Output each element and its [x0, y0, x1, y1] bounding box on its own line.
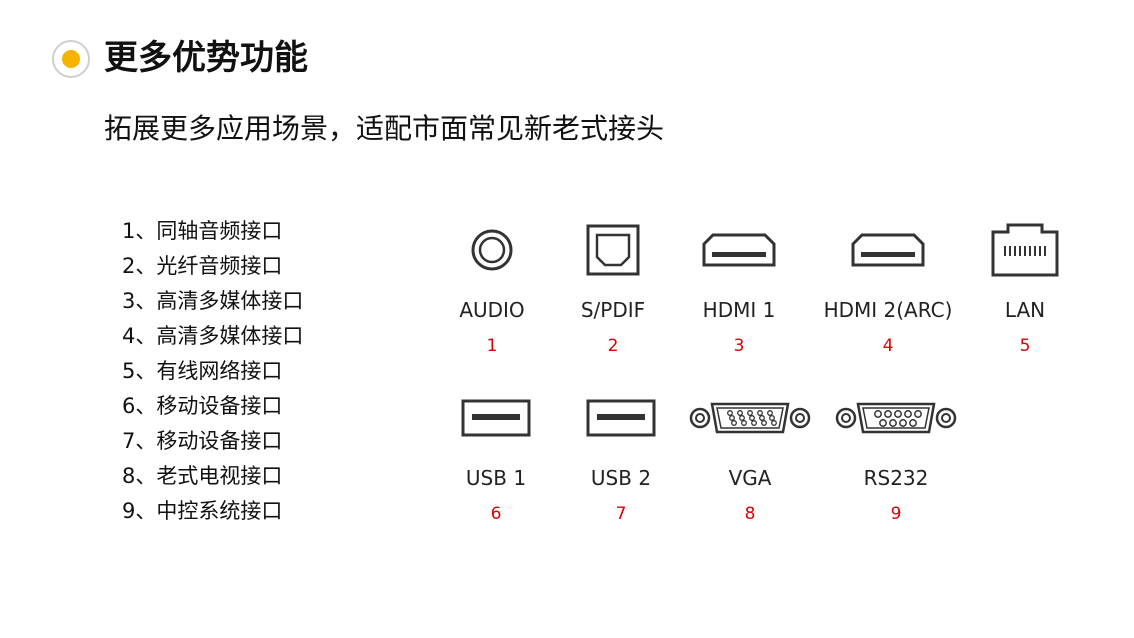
- port-number: 8: [744, 504, 756, 524]
- port-lan: LAN 5: [950, 215, 1100, 358]
- port-label: VGA: [728, 466, 772, 490]
- rs232-port-icon: [821, 383, 971, 453]
- hdmi-port-icon: [813, 215, 963, 285]
- port-usb-2: USB 2 7: [546, 383, 696, 526]
- port-number: 1: [486, 336, 498, 356]
- port-label: S/PDIF: [580, 298, 646, 322]
- list-item: 8、老式电视接口: [122, 464, 283, 488]
- vga-port-icon: [675, 383, 825, 453]
- list-item: 1、同轴音频接口: [122, 219, 283, 243]
- port-vga: VGA 8: [675, 383, 825, 526]
- port-label: USB 1: [465, 466, 527, 490]
- title-bullet-icon: [52, 40, 90, 78]
- port-label: HDMI 1: [702, 298, 776, 322]
- port-audio: AUDIO 1: [417, 215, 567, 358]
- list-item: 6、移动设备接口: [122, 394, 283, 418]
- port-spdif: S/PDIF 2: [538, 215, 688, 358]
- list-item: 3、高清多媒体接口: [122, 289, 304, 313]
- list-item: 4、高清多媒体接口: [122, 324, 304, 348]
- port-number: 2: [607, 336, 619, 356]
- port-label: AUDIO: [459, 298, 525, 322]
- lan-port-icon: [950, 215, 1100, 285]
- list-item: 2、光纤音频接口: [122, 254, 283, 278]
- usb-port-icon: [546, 383, 696, 453]
- port-hdmi-2: HDMI 2(ARC) 4: [813, 215, 963, 358]
- page-subtitle: 拓展更多应用场景，适配市面常见新老式接头: [104, 112, 665, 145]
- audio-jack-icon: [417, 215, 567, 285]
- spdif-optical-icon: [538, 215, 688, 285]
- page-title: 更多优势功能: [104, 38, 308, 78]
- port-number: 9: [890, 504, 902, 524]
- hdmi-port-icon: [664, 215, 814, 285]
- list-item: 7、移动设备接口: [122, 429, 283, 453]
- list-item: 9、中控系统接口: [122, 499, 283, 523]
- port-usb-1: USB 1 6: [421, 383, 571, 526]
- port-hdmi-1: HDMI 1 3: [664, 215, 814, 358]
- port-label: USB 2: [590, 466, 652, 490]
- list-item: 5、有线网络接口: [122, 359, 283, 383]
- port-number: 7: [615, 504, 627, 524]
- port-label: HDMI 2(ARC): [823, 298, 953, 322]
- port-number: 5: [1019, 336, 1031, 356]
- port-number: 4: [882, 336, 894, 356]
- port-number: 3: [733, 336, 745, 356]
- port-label: LAN: [1004, 298, 1046, 322]
- port-number: 6: [490, 504, 502, 524]
- port-rs232: RS232 9: [821, 383, 971, 526]
- port-label: RS232: [863, 466, 929, 490]
- title-bullet-dot: [62, 50, 80, 68]
- usb-port-icon: [421, 383, 571, 453]
- interface-list: 1、同轴音频接口 2、光纤音频接口 3、高清多媒体接口 4、高清多媒体接口 5、…: [122, 214, 303, 529]
